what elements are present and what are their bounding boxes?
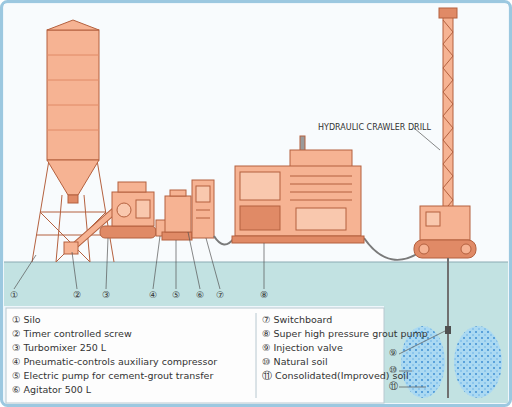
crawler-drill	[414, 8, 476, 258]
silo-part	[47, 55, 99, 56]
leader-lines-part	[206, 238, 220, 289]
callout-number: ⑧	[260, 291, 268, 300]
improved-soil-columns-part	[445, 326, 451, 334]
silo-part	[47, 130, 99, 131]
hoses-part	[364, 238, 420, 260]
background-part	[4, 262, 508, 263]
legend-entry: ② Timer controlled screw	[12, 329, 132, 339]
compressor-pump-agitator-part	[170, 190, 186, 196]
grout-pump-unit-part	[296, 208, 346, 230]
leader-lines-part	[188, 232, 200, 289]
legend-entry: ③ Turbomixer 250 L	[12, 343, 106, 353]
legend-entry: ① Silo	[12, 315, 41, 325]
compressor-pump-agitator	[156, 180, 214, 240]
crawler-drill-part	[420, 206, 470, 240]
crawler-drill-part	[419, 244, 429, 254]
screw-conveyor-part	[64, 242, 78, 254]
legend-entry: ④ Pneumatic-controls auxiliary compresso…	[12, 357, 217, 367]
grout-pump-unit-part	[235, 166, 361, 236]
callout-number: ②	[73, 291, 81, 300]
grout-pump-unit	[232, 136, 364, 243]
hoses-part	[214, 236, 234, 245]
silo-part	[68, 195, 78, 203]
legend-entry: ⑨ Injection valve	[262, 343, 343, 353]
background-part	[4, 262, 508, 306]
silo-part	[47, 80, 99, 81]
legend-entry: ⑧ Super high pressure grout pump	[262, 329, 428, 339]
improved-soil-columns	[401, 258, 502, 398]
legend-panel	[6, 308, 384, 403]
silo-part	[47, 20, 99, 30]
leader-lines-part	[14, 255, 36, 289]
grout-pump-unit-part	[290, 200, 352, 201]
legend-panel-part	[256, 313, 257, 398]
turbomixer-part	[136, 200, 150, 218]
leader-lines-part	[264, 243, 265, 289]
leader-lines-part	[176, 240, 177, 289]
grout-pump-unit-part	[290, 184, 352, 185]
compressor-pump-agitator-part	[196, 186, 210, 202]
improved-soil-columns-part	[454, 326, 502, 398]
silo-part	[32, 160, 49, 262]
hoses	[214, 236, 420, 260]
callout-number: ③	[102, 291, 110, 300]
background-part	[384, 306, 508, 403]
grout-pump-unit-part	[290, 176, 352, 177]
grout-pump-unit-part	[240, 206, 280, 230]
leader-lines-part	[72, 252, 77, 289]
crawler-drill-part	[439, 8, 457, 18]
turbomixer-part	[118, 182, 146, 192]
silo-part	[47, 30, 99, 160]
crawler-drill-part	[426, 212, 440, 226]
compressor-pump-agitator-part	[196, 210, 210, 211]
turbomixer-part	[100, 226, 156, 238]
silo-part	[40, 212, 106, 213]
callout-number: ④	[149, 291, 157, 300]
turbomixer	[100, 182, 156, 238]
grout-pump-unit-part	[290, 192, 352, 193]
compressor-pump-agitator-part	[162, 232, 192, 240]
silo-part	[36, 235, 110, 236]
legend-entry: ⑪ Consolidated(Improved) soil	[262, 371, 409, 381]
legend-panel-part	[6, 308, 384, 403]
crawler-drill-part	[414, 240, 476, 258]
leader-lines-part	[153, 236, 160, 289]
compressor-pump-agitator-part	[192, 180, 214, 238]
crawler-drill-part	[443, 20, 453, 224]
leader-lines-part	[399, 387, 426, 388]
legend-entry: ⑦ Switchboard	[262, 315, 332, 325]
callout-number: ①	[10, 291, 18, 300]
equipment-label: HYDRAULIC CRAWLER DRILL	[318, 124, 431, 132]
callout-number: ⑨	[389, 349, 397, 358]
grout-pump-unit-part	[232, 236, 364, 243]
turbomixer-part	[117, 203, 131, 217]
callout-number: ⑪	[389, 382, 398, 391]
callout-number: ⑦	[216, 291, 224, 300]
leader-lines-part	[106, 238, 108, 289]
legend-entry: ⑤ Electric pump for cement-grout transfe…	[12, 371, 213, 381]
legend-entry: ⑩ Natural soil	[262, 357, 328, 367]
crawler-drill-part	[461, 244, 471, 254]
silo-part	[47, 105, 99, 106]
callout-number: ⑤	[172, 291, 180, 300]
grout-pump-unit-part	[290, 150, 352, 168]
compressor-pump-agitator-part	[165, 196, 191, 232]
legend-entry: ⑥ Agitator 500 L	[12, 385, 91, 395]
turbomixer-part	[112, 192, 154, 226]
background-part	[4, 4, 508, 262]
grout-pump-unit-part	[240, 172, 280, 200]
compressor-pump-agitator-part	[196, 218, 210, 219]
callout-number: ⑥	[196, 291, 204, 300]
silo-part	[47, 160, 99, 195]
